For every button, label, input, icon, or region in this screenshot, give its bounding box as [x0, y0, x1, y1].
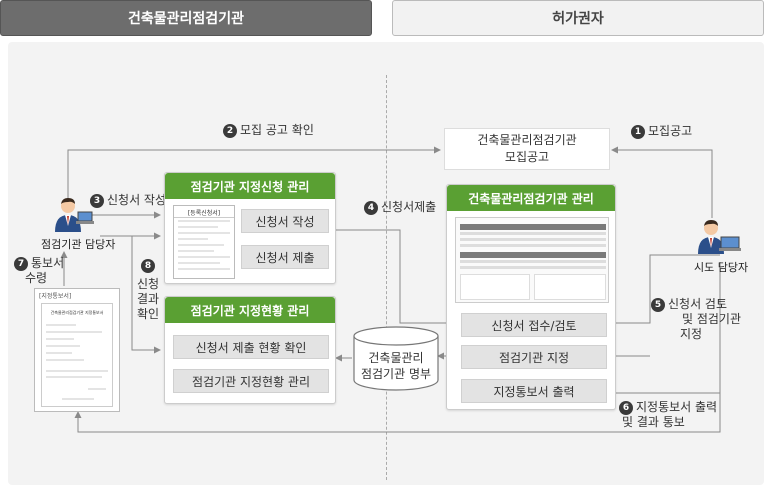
step-2: 2 모집 공고 확인 [223, 123, 314, 138]
step-8-line1: 신청 [137, 277, 160, 291]
step-3-number: 3 [90, 194, 104, 208]
panel-status-title: 점검기관 지정현황 관리 [165, 297, 335, 323]
registry-database-icon [352, 326, 440, 392]
step-1-number: 1 [631, 125, 645, 139]
step-4-number: 4 [364, 201, 378, 215]
step-7-line1: 통보서 [31, 256, 65, 270]
panel-agency-admin: 건축물관리점검기관 관리 신청서 접수/검토 점검기관 지정 지정통보서 출력 [446, 184, 616, 410]
step-3: 3 신청서 작성 [90, 193, 166, 208]
registry-label: 건축물관리 점검기관 명부 [352, 350, 440, 382]
step-5-line3: 지정 [680, 327, 703, 341]
header-agency: 건축물관리점검기관 [0, 0, 372, 36]
step-1-label: 모집공고 [648, 124, 693, 138]
receive-review-application-button[interactable]: 신청서 접수/검토 [461, 313, 607, 337]
notice-doc-title: 건축물관리점검기관 지정통보서 [50, 310, 104, 315]
notice-doc-tag: [지정통보서] [39, 293, 72, 300]
step-7-number: 7 [14, 257, 28, 271]
step-3-label: 신청서 작성 [107, 193, 167, 207]
notice-line2: 모집공고 [504, 150, 550, 164]
step-5-number: 5 [651, 298, 665, 312]
panel-apply-management: 점검기관 지정신청 관리 [등록신청서] 신청서 작성 신청서 제출 [164, 172, 336, 284]
step-8: 8 신청 결과 확인 [137, 259, 159, 322]
notice-line1: 건축물관리점검기관 [477, 133, 577, 147]
step-4: 4 신청서제출 [364, 200, 436, 215]
panel-apply-title: 점검기관 지정신청 관리 [165, 173, 335, 199]
city-staff-avatar [693, 218, 729, 254]
step-8-line3: 확인 [137, 307, 160, 321]
laptop-icon [719, 236, 741, 252]
step-6-number: 6 [619, 401, 633, 415]
step-8-line2: 결과 [137, 292, 160, 306]
recruitment-notice-box: 건축물관리점검기관 모집공고 [444, 128, 610, 170]
admin-screen-thumbnail [455, 217, 609, 303]
step-7-line2: 수령 [25, 271, 48, 285]
agency-staff-avatar [50, 196, 86, 232]
step-7: 7 통보서 수령 [14, 256, 64, 286]
application-form-title: [등록신청서] [174, 206, 234, 218]
designation-notice-document: [지정통보서] 건축물관리점검기관 지정통보서 [34, 288, 120, 412]
column-divider [386, 75, 387, 480]
panel-designation-status: 점검기관 지정현황 관리 신청서 제출 현황 확인 점검기관 지정현황 관리 [164, 296, 336, 404]
step-6: 6 지정통보서 출력 및 결과 통보 [619, 400, 717, 430]
print-designation-notice-button[interactable]: 지정통보서 출력 [461, 379, 607, 403]
agency-staff-label: 점검기관 담당자 [41, 238, 116, 251]
write-application-button[interactable]: 신청서 작성 [241, 209, 329, 233]
step-4-label: 신청서제출 [381, 200, 437, 214]
registry-line2: 점검기관 명부 [360, 367, 432, 381]
step-5-line1: 신청서 검토 [668, 297, 728, 311]
step-1: 1 모집공고 [631, 124, 692, 139]
step-8-number: 8 [141, 259, 156, 273]
city-staff-label: 시도 담당자 [694, 261, 749, 274]
manage-designation-status-button[interactable]: 점검기관 지정현황 관리 [173, 369, 329, 393]
application-form-thumbnail: [등록신청서] [173, 205, 235, 279]
registry-line1: 건축물관리 [368, 351, 424, 365]
step-6-line2: 및 결과 통보 [622, 415, 685, 429]
check-submission-status-button[interactable]: 신청서 제출 현황 확인 [173, 335, 329, 359]
step-2-label: 모집 공고 확인 [240, 123, 314, 137]
step-2-number: 2 [223, 124, 237, 138]
panel-admin-title: 건축물관리점검기관 관리 [447, 185, 615, 211]
step-5-line2: 및 점검기관 [682, 312, 742, 326]
header-permit-authority: 허가권자 [392, 0, 764, 36]
submit-application-button[interactable]: 신청서 제출 [241, 245, 329, 269]
designate-agency-button[interactable]: 점검기관 지정 [461, 345, 607, 369]
step-5: 5 신청서 검토 및 점검기관 지정 [651, 297, 741, 342]
step-6-line1: 지정통보서 출력 [636, 400, 718, 414]
laptop-icon [76, 210, 94, 224]
